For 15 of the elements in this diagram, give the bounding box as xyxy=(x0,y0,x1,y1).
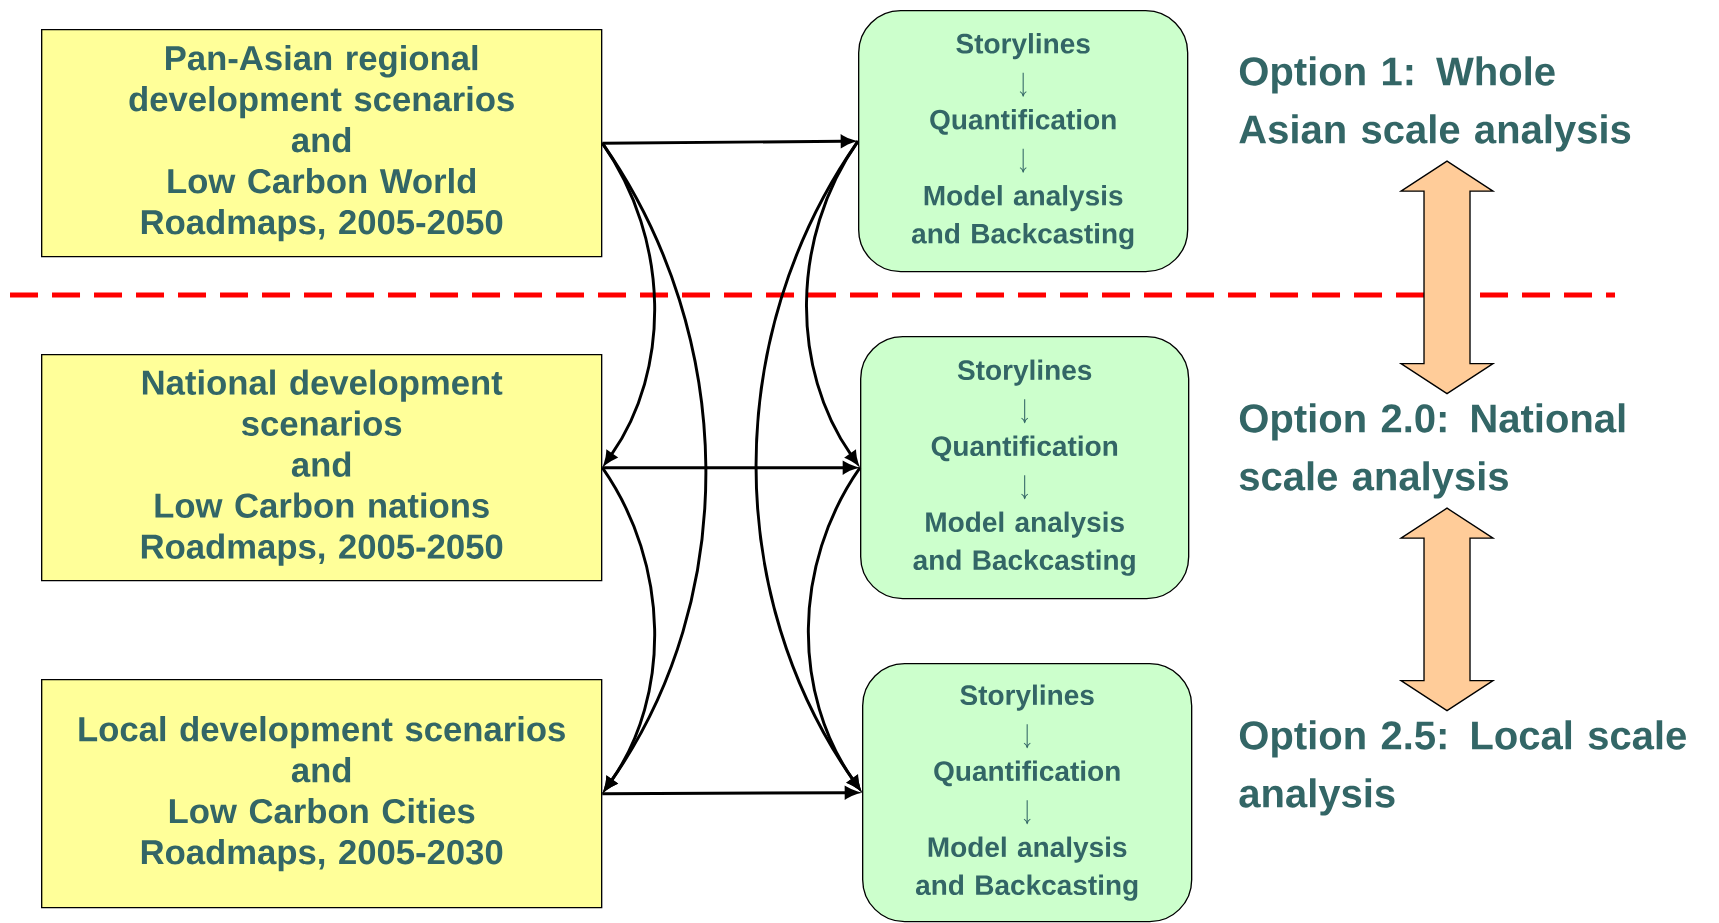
process-box: Storylines Quantification Model analysis and Backcasting xyxy=(860,336,1190,600)
scenario-box: Pan-Asian regional development scenarios and Low Carbon World Roadmaps, 2005-2050 xyxy=(41,29,603,258)
scenario-box: National development scenarios and Low Carbon nations Roadmaps, 2005-2050 xyxy=(41,354,603,582)
option-label: Option 1: Whole Asian scale analysis xyxy=(1239,56,1631,152)
process-box: Storylines Quantification Model analysis and Backcasting xyxy=(862,663,1193,923)
arrow xyxy=(602,135,855,148)
option-label: Option 2.0: National scale analysis xyxy=(1239,403,1625,499)
arrow xyxy=(602,461,857,474)
process-box: Storylines Quantification Model analysis and Backcasting xyxy=(858,10,1189,273)
option-label: Option 2.5: Local scale analysis xyxy=(1239,720,1686,816)
arrow xyxy=(601,466,657,791)
arrow xyxy=(806,466,862,790)
scenario-box: Local development scenarios and Low Carbon Cities Roadmaps, 2005-2030 xyxy=(41,679,603,909)
double-arrow xyxy=(1398,507,1496,712)
double-arrow xyxy=(1398,160,1496,395)
